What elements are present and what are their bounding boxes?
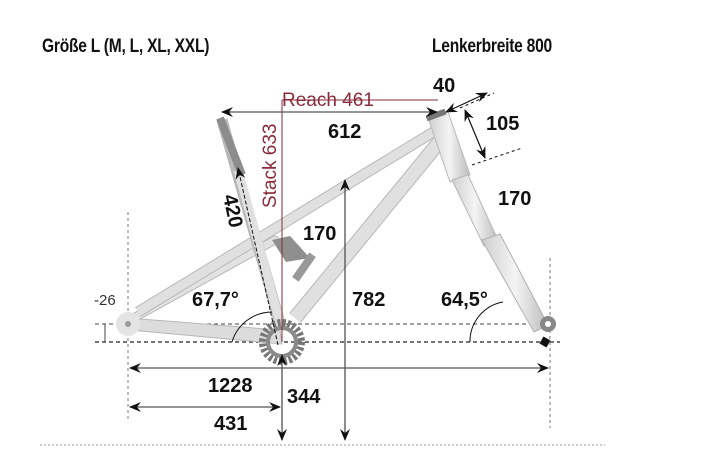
fork-upper bbox=[451, 174, 499, 247]
fork-lower bbox=[481, 233, 549, 333]
height-782-value: 782 bbox=[352, 289, 385, 311]
seat-tube bbox=[233, 168, 287, 332]
headtube-dim bbox=[464, 109, 486, 159]
head-angle-value: 64,5° bbox=[441, 289, 488, 311]
top-tube-value: 612 bbox=[328, 121, 361, 143]
handlebar-width-label: Lenkerbreite 800 bbox=[432, 36, 552, 57]
seat-angle-arc bbox=[231, 311, 273, 343]
head-angle-arc bbox=[469, 301, 504, 343]
rear-travel-value: 170 bbox=[303, 223, 336, 245]
chainring bbox=[259, 319, 305, 365]
size-label: Größe L (M, L, XL, XXL) bbox=[42, 36, 210, 57]
chainstay-value: 431 bbox=[214, 413, 247, 435]
chainstay bbox=[127, 317, 283, 345]
stem-dim bbox=[445, 92, 488, 113]
stack-label: Stack 633 bbox=[260, 124, 281, 209]
seatpost bbox=[216, 116, 246, 177]
dropout bbox=[539, 336, 551, 348]
top-tube bbox=[135, 124, 443, 316]
bb-height-value: 344 bbox=[287, 386, 321, 408]
wheelbase-value: 1228 bbox=[208, 375, 253, 397]
bb-drop-value: -26 bbox=[94, 292, 116, 309]
reach-label: Reach 461 bbox=[282, 90, 374, 111]
seat-tube-dim bbox=[235, 167, 279, 346]
seat-angle-value: 67,7° bbox=[192, 289, 239, 311]
headtube-value: 105 bbox=[486, 113, 519, 135]
stem-value: 40 bbox=[433, 75, 455, 97]
shock bbox=[292, 252, 316, 282]
fork-travel-value: 170 bbox=[498, 188, 531, 210]
down-tube bbox=[289, 130, 451, 323]
